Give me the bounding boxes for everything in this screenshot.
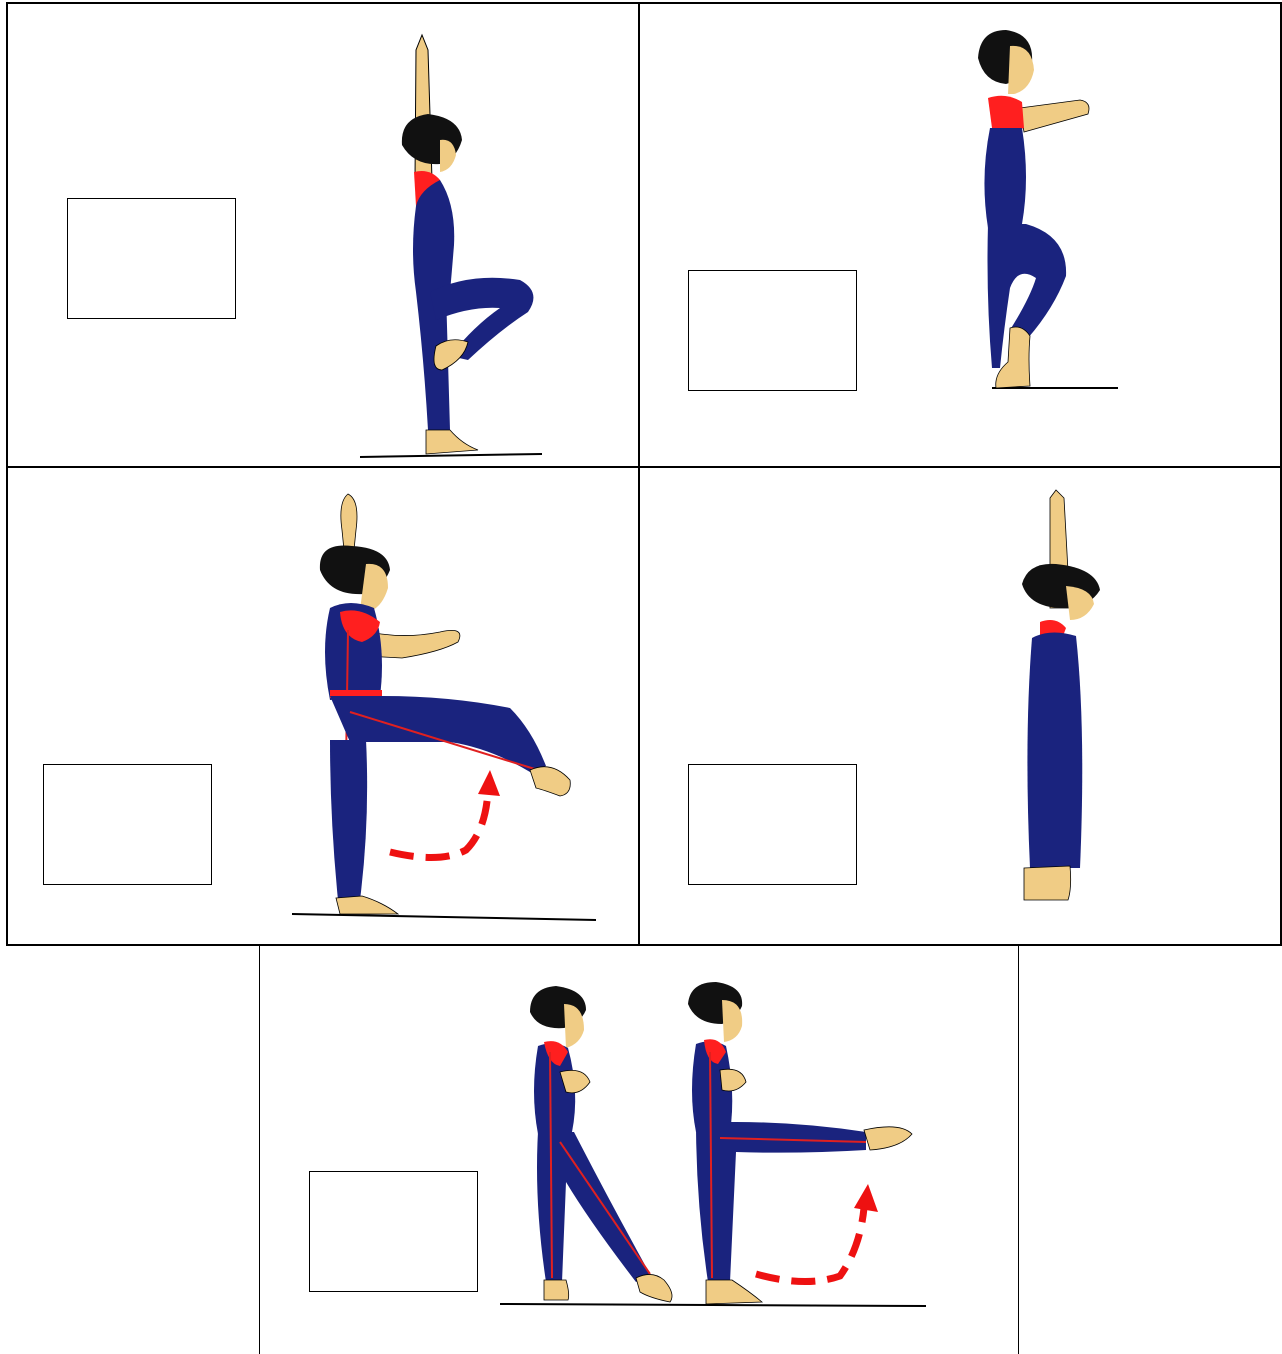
dashed-arrow-icon [756, 1208, 864, 1282]
answer-box-2[interactable] [688, 270, 857, 391]
dashed-arrow-icon [390, 790, 488, 858]
answer-box-3[interactable] [43, 764, 212, 885]
figure-front-kick-one-arm-up [290, 490, 610, 930]
answer-box-4[interactable] [688, 764, 857, 885]
figure-retire-arms-up [350, 30, 550, 465]
answer-box-1[interactable] [67, 198, 236, 319]
grid-center-border [638, 2, 640, 946]
grid-middle-border [6, 466, 1282, 468]
figure-releve-arms-forward [970, 28, 1140, 398]
grid-left-border [6, 2, 8, 946]
figure-standing-arms-up [1010, 488, 1110, 908]
figure-tendu-to-leg-raise [500, 982, 930, 1312]
answer-box-5[interactable] [309, 1171, 478, 1292]
grid-top-border [6, 2, 1282, 4]
